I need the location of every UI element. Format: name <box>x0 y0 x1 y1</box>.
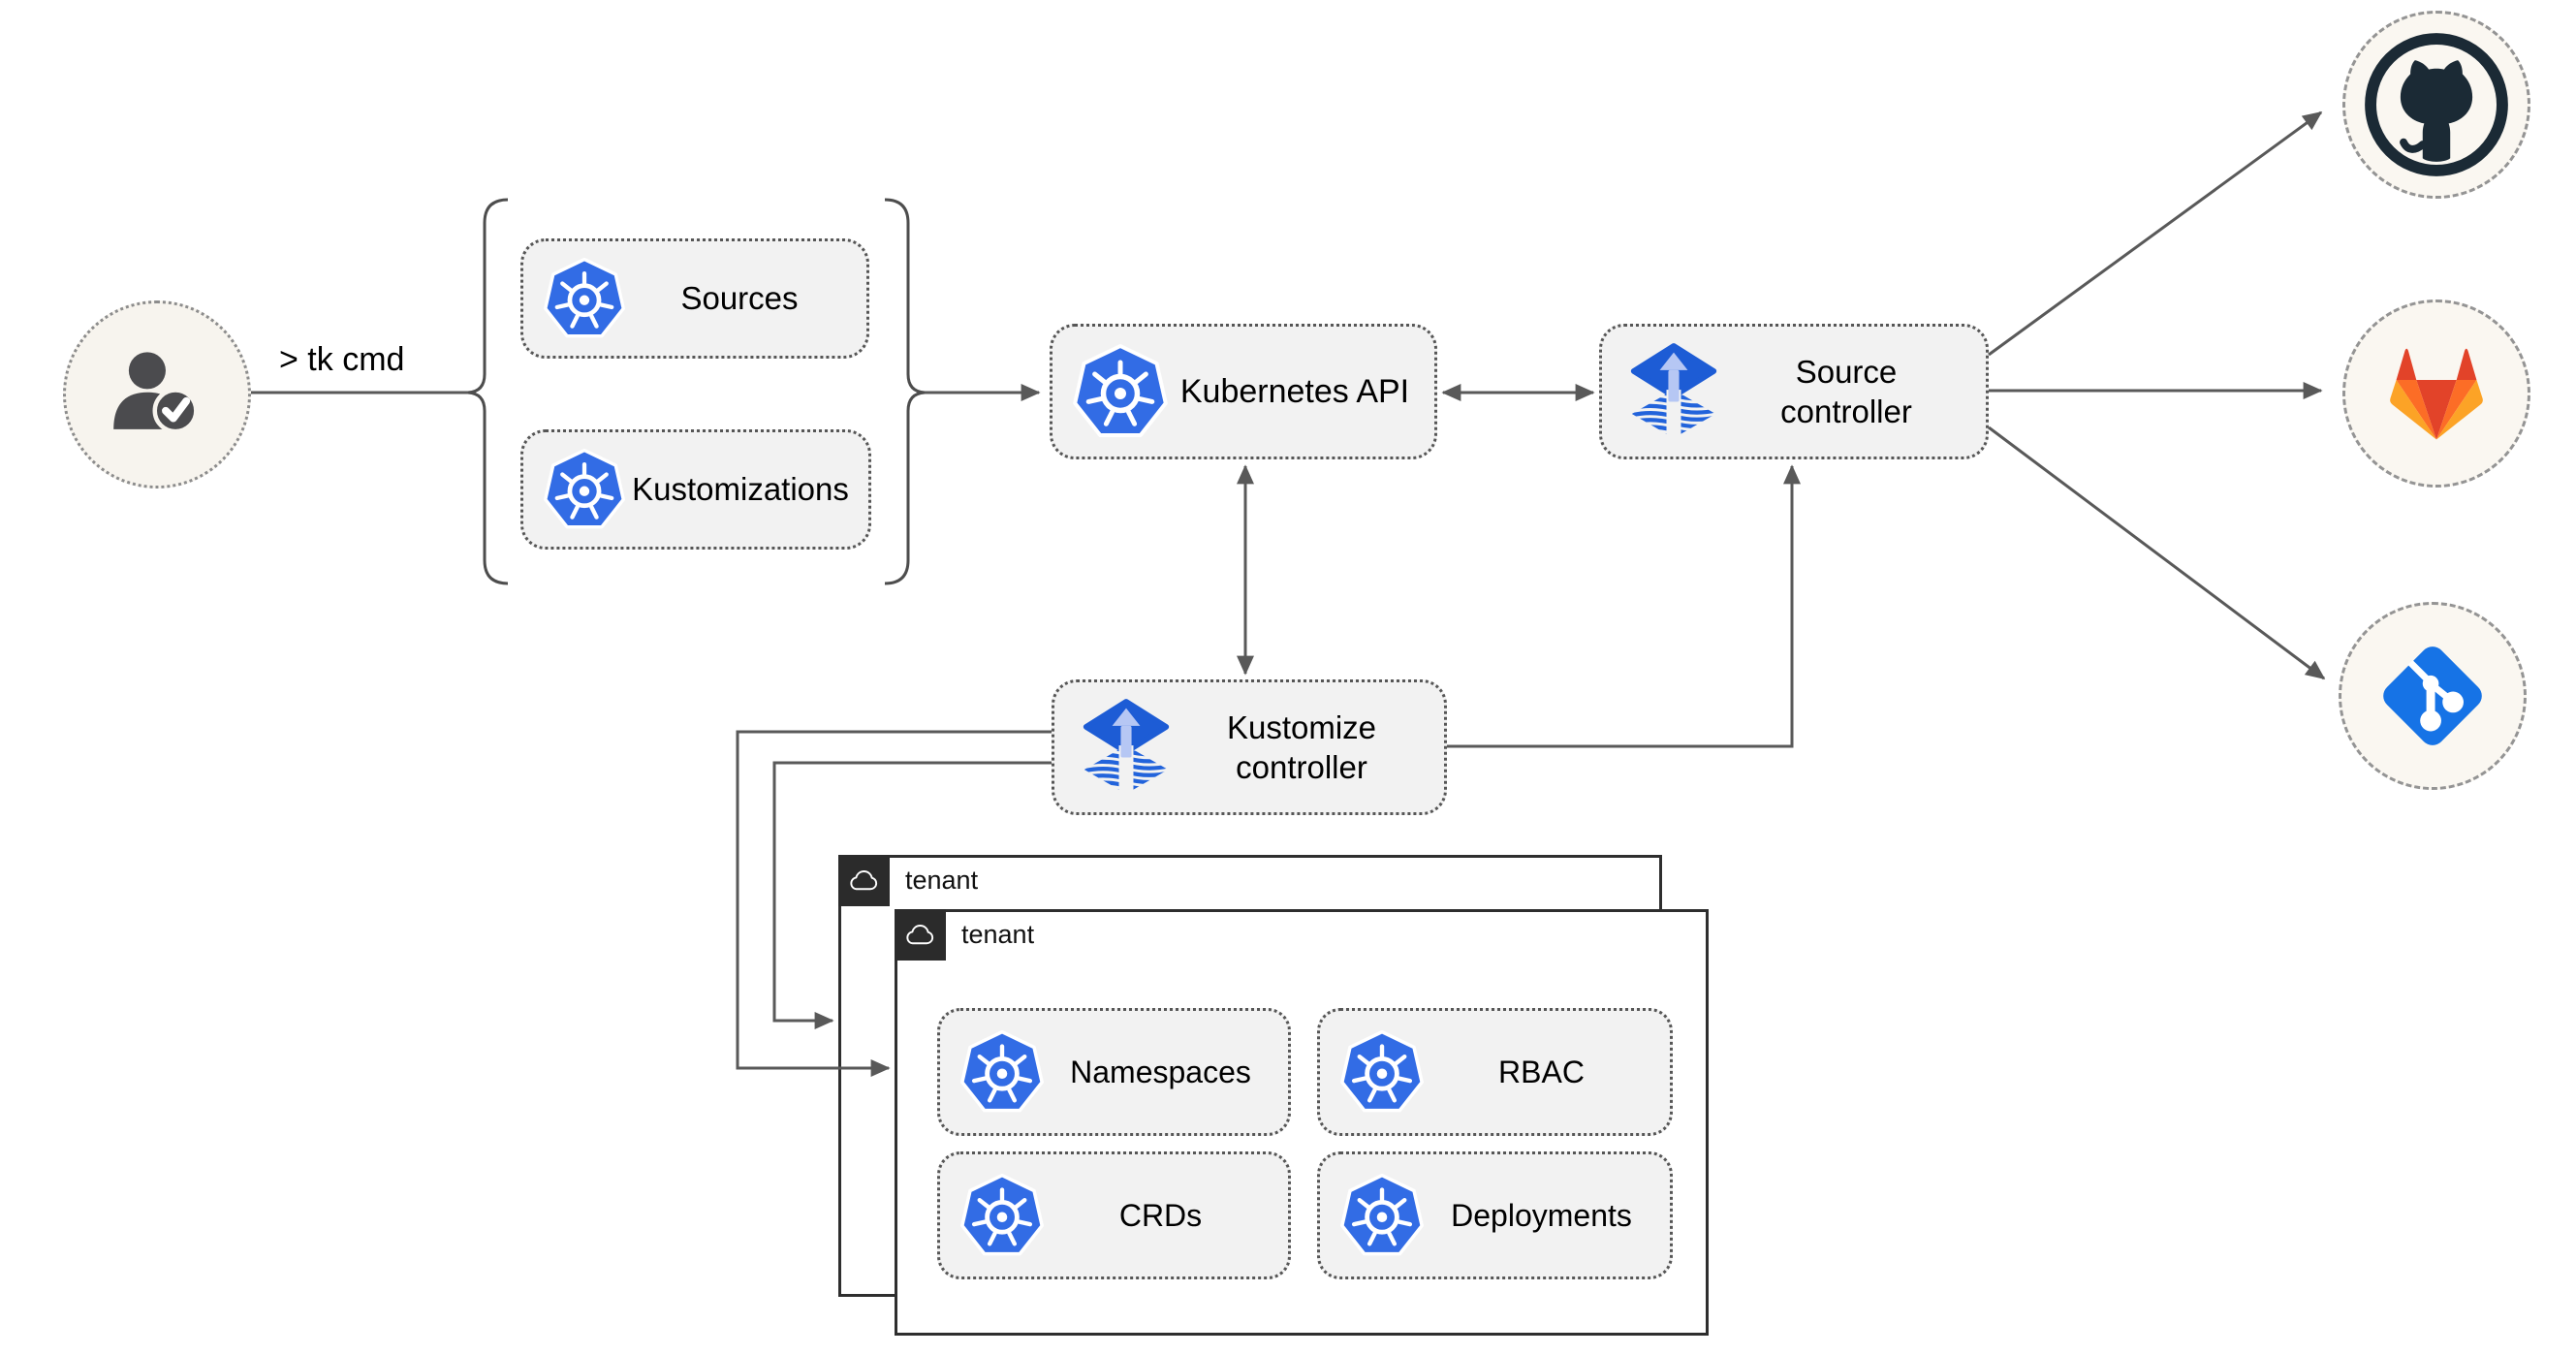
kubernetes-icon <box>1339 1029 1425 1115</box>
cloud-icon <box>902 922 939 948</box>
tk-cmd-label: > tk cmd <box>279 341 405 378</box>
flux-icon <box>1627 343 1720 440</box>
kubernetes-api-node: Kubernetes API <box>1050 324 1437 459</box>
tenant-window-front-chrome <box>895 909 946 961</box>
source-controller-label: Source controller <box>1780 353 1912 429</box>
tenant-window-front-title: tenant <box>961 920 1035 949</box>
connector-source-controller-to-git <box>1988 425 2326 680</box>
kubernetes-icon <box>1072 343 1169 440</box>
left-bracket <box>467 198 509 585</box>
kustomize-controller-label: Kustomize controller <box>1226 709 1377 785</box>
tenant-window-front: tenant Namespaces RBAC CRDs <box>895 909 1709 1336</box>
kubernetes-icon <box>959 1029 1045 1115</box>
connector-source-controller-to-github <box>1988 110 2323 357</box>
kustomizations-label: Kustomizations <box>632 471 849 508</box>
right-bracket <box>884 198 926 585</box>
deployments-node: Deployments <box>1317 1151 1673 1279</box>
kubernetes-icon <box>959 1173 1045 1258</box>
tenant-window-back-chrome <box>838 855 890 906</box>
provider-git-circle <box>2339 602 2527 790</box>
tenant-resource-grid: Namespaces RBAC CRDs Deployments <box>937 1008 1673 1279</box>
cloud-icon <box>846 867 883 894</box>
rbac-label: RBAC <box>1498 1054 1585 1089</box>
kubernetes-icon <box>1339 1173 1425 1258</box>
namespaces-label: Namespaces <box>1070 1054 1251 1089</box>
kustomizations-node: Kustomizations <box>520 429 871 550</box>
rbac-node: RBAC <box>1317 1008 1673 1136</box>
gitlab-icon <box>2382 344 2491 444</box>
user-actor <box>63 300 251 488</box>
kubernetes-api-label: Kubernetes API <box>1179 372 1410 410</box>
person-check-icon <box>103 340 211 449</box>
sources-node: Sources <box>520 238 869 359</box>
flux-icon <box>1080 699 1173 796</box>
deployments-label: Deployments <box>1451 1197 1632 1233</box>
kubernetes-icon <box>543 448 626 531</box>
tenant-window-back-title: tenant <box>905 866 979 895</box>
source-controller-node: Source controller <box>1599 324 1989 459</box>
provider-github-circle <box>2342 11 2530 199</box>
kustomize-controller-node: Kustomize controller <box>1052 679 1447 815</box>
namespaces-node: Namespaces <box>937 1008 1291 1136</box>
crds-label: CRDs <box>1118 1197 1203 1233</box>
sources-label: Sources <box>680 280 799 317</box>
crds-node: CRDs <box>937 1151 1291 1279</box>
provider-gitlab-circle <box>2342 299 2530 488</box>
connector-kustomize-to-source-controller <box>1447 464 1801 748</box>
git-icon <box>2371 634 2495 758</box>
kubernetes-icon <box>543 257 626 340</box>
github-icon <box>2360 28 2513 181</box>
